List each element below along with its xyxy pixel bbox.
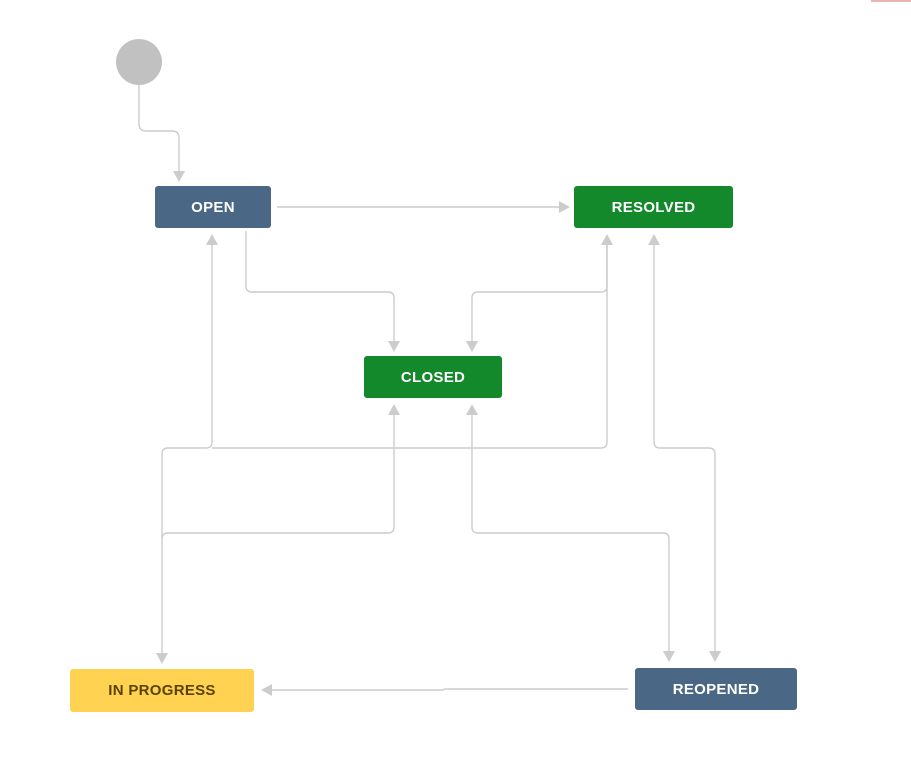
arrowhead — [648, 234, 660, 245]
arrowhead — [601, 234, 613, 245]
transition-inprogress-to-open — [161, 245, 213, 455]
transition-closed-reopened — [471, 415, 670, 651]
transition-start-to-open — [138, 85, 180, 171]
transition-resolved-reopened — [653, 245, 716, 651]
transition-resolved-to-closed — [471, 245, 608, 341]
arrowhead — [559, 201, 570, 213]
arrowhead — [466, 341, 478, 352]
transition-open-to-closed — [245, 231, 395, 341]
arrowhead — [156, 653, 168, 664]
status-open[interactable]: OPEN — [155, 186, 271, 228]
status-resolved[interactable]: RESOLVED — [574, 186, 733, 228]
arrowhead — [261, 684, 272, 696]
transition-inprogress-to-closed — [161, 415, 395, 540]
arrowhead — [663, 651, 675, 662]
arrowhead — [388, 404, 400, 415]
corner-accent — [871, 0, 911, 2]
status-reopened[interactable]: REOPENED — [635, 668, 797, 710]
arrowhead — [206, 234, 218, 245]
arrowhead — [388, 341, 400, 352]
start-node — [116, 39, 162, 85]
arrowhead — [173, 171, 185, 182]
arrowhead — [466, 404, 478, 415]
status-closed[interactable]: CLOSED — [364, 356, 502, 398]
status-in-progress[interactable]: IN PROGRESS — [70, 669, 254, 712]
transition-reopened-to-inprogress — [272, 688, 628, 691]
arrowhead — [709, 651, 721, 662]
transition-inprogress-to-resolved — [212, 245, 608, 449]
